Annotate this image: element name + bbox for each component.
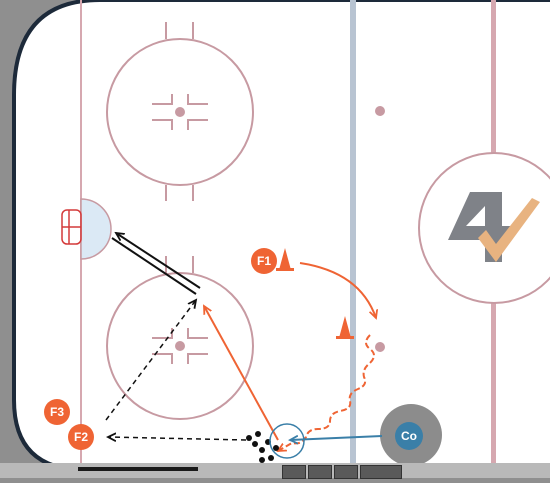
marker-coach[interactable]: Co — [395, 422, 423, 450]
marker-f1-label: F1 — [257, 254, 271, 268]
marker-f1[interactable]: F1 — [251, 248, 277, 274]
goal-net — [61, 209, 82, 245]
taskbar-thumbnail[interactable] — [360, 465, 402, 479]
taskbar-thumbnail[interactable] — [282, 465, 306, 479]
blue-line — [350, 0, 356, 468]
goal-crease — [80, 198, 112, 260]
cone-bottom — [339, 316, 351, 338]
marker-f2[interactable]: F2 — [68, 424, 94, 450]
faceoff-circle-top — [106, 22, 254, 201]
center-logo — [448, 192, 540, 262]
f1-skate-path — [299, 262, 376, 318]
bottom-taskbar — [0, 463, 550, 479]
marker-f3[interactable]: F3 — [44, 399, 70, 425]
faceoff-circle-bottom — [106, 256, 254, 420]
checkmark-icon — [478, 198, 540, 262]
pass-f2-to-slot — [105, 300, 196, 421]
coach-pass-line — [290, 436, 383, 440]
faceoff-dot-top — [175, 107, 185, 117]
taskbar-thumbnail[interactable] — [308, 465, 332, 479]
taskbar-thumbnail[interactable] — [334, 465, 358, 479]
f1-stickhandle-path — [278, 334, 375, 451]
scroll-strip — [78, 467, 198, 471]
marker-f2-label: F2 — [74, 430, 88, 444]
skate-to-slot — [204, 306, 279, 441]
cone-top-base — [276, 268, 294, 271]
neutral-dot-bottom — [375, 342, 385, 352]
marker-coach-label: Co — [401, 429, 417, 443]
shot-line-a — [111, 237, 197, 295]
neutral-dot-top — [375, 106, 385, 116]
shot-line-b — [116, 233, 201, 289]
cone-top — [279, 248, 291, 270]
receive-circle — [269, 423, 305, 459]
faceoff-dot-bottom — [175, 341, 185, 351]
marker-f3-label: F3 — [50, 405, 64, 419]
cone-bottom-base — [336, 336, 354, 339]
